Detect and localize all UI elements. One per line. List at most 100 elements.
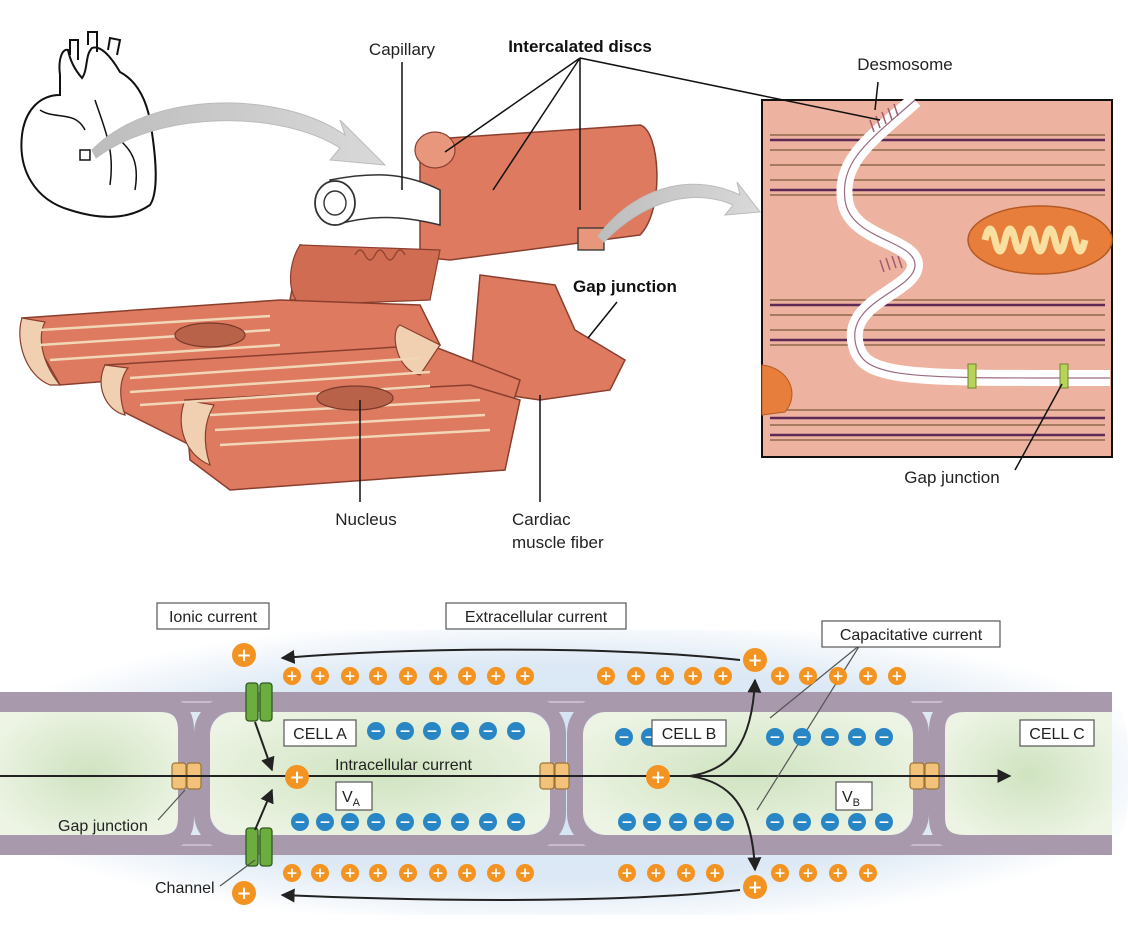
svg-text:+: + — [402, 668, 414, 684]
svg-text:−: − — [878, 729, 890, 745]
positive-ion: + — [429, 667, 447, 685]
svg-text:−: − — [878, 814, 890, 830]
negative-ion: − — [618, 813, 636, 831]
svg-text:+: + — [774, 865, 786, 881]
negative-ion: − — [615, 728, 633, 746]
positive-ion: + — [888, 667, 906, 685]
negative-ion: − — [396, 722, 414, 740]
svg-text:−: − — [399, 814, 411, 830]
negative-ion: − — [451, 722, 469, 740]
cardiac-label-line2: muscle fiber — [512, 533, 604, 552]
negative-ion: − — [451, 813, 469, 831]
svg-text:−: − — [454, 723, 466, 739]
positive-ion: + — [341, 864, 359, 882]
positive-ion: + — [743, 875, 767, 899]
svg-text:+: + — [862, 668, 874, 684]
heart-to-fiber-arrow — [91, 102, 387, 166]
svg-text:+: + — [832, 668, 844, 684]
positive-ion: + — [771, 864, 789, 882]
extracellular-current-box: Extracellular current — [445, 602, 627, 630]
svg-text:+: + — [687, 668, 699, 684]
negative-ion: − — [479, 722, 497, 740]
positive-ion: + — [656, 667, 674, 685]
positive-ion: + — [771, 667, 789, 685]
svg-text:+: + — [236, 645, 251, 666]
negative-ion: − — [479, 813, 497, 831]
va-label: VA — [342, 789, 361, 809]
svg-text:+: + — [402, 865, 414, 881]
negative-ion: − — [341, 813, 359, 831]
positive-ion: + — [487, 864, 505, 882]
positive-ion: + — [618, 864, 636, 882]
negative-ion: − — [793, 813, 811, 831]
va-box: VA — [335, 781, 373, 811]
ion-markers: ++++++++++++++++++++++++++++++++++++−−−−… — [232, 643, 906, 905]
svg-text:+: + — [650, 865, 662, 881]
svg-text:−: − — [482, 814, 494, 830]
svg-text:−: − — [769, 729, 781, 745]
cell-b-box: CELL B — [651, 719, 727, 747]
svg-text:−: − — [510, 723, 522, 739]
svg-text:−: − — [294, 814, 306, 830]
negative-ion: − — [396, 813, 414, 831]
desmosome-label: Desmosome — [857, 55, 952, 74]
svg-text:+: + — [747, 650, 762, 671]
capacitative-current-box: Capacitative current — [821, 620, 1001, 648]
current-arrows — [0, 648, 1012, 903]
intercalated-disc-inset — [761, 94, 1113, 458]
positive-ion: + — [369, 667, 387, 685]
svg-text:+: + — [650, 767, 665, 788]
svg-text:+: + — [802, 865, 814, 881]
svg-text:+: + — [490, 865, 502, 881]
positive-ion: + — [232, 643, 256, 667]
svg-text:+: + — [236, 883, 251, 904]
positive-ion: + — [859, 667, 877, 685]
cardiac-muscle-fibers — [19, 124, 658, 491]
top-leader-lines — [359, 57, 1063, 502]
svg-text:+: + — [289, 767, 304, 788]
fiber-to-inset-arrow — [597, 181, 761, 243]
intracellular-current-label: Intracellular current — [335, 757, 473, 774]
negative-ion: − — [316, 813, 334, 831]
svg-text:−: − — [510, 814, 522, 830]
positive-ion: + — [458, 667, 476, 685]
svg-text:+: + — [461, 865, 473, 881]
svg-text:+: + — [717, 668, 729, 684]
negative-ion: − — [766, 813, 784, 831]
svg-text:+: + — [600, 668, 612, 684]
svg-text:+: + — [621, 865, 633, 881]
positive-ion: + — [627, 667, 645, 685]
svg-text:+: + — [680, 865, 692, 881]
svg-text:+: + — [891, 668, 903, 684]
positive-ion: + — [516, 864, 534, 882]
svg-text:+: + — [372, 865, 384, 881]
svg-text:+: + — [802, 668, 814, 684]
positive-ion: + — [399, 864, 417, 882]
negative-ion: − — [821, 813, 839, 831]
ion-channels — [245, 682, 273, 867]
gap-junction-bold-label: Gap junction — [573, 277, 677, 296]
cell-c-label: CELL C — [1029, 726, 1084, 743]
svg-text:+: + — [344, 865, 356, 881]
negative-ion: − — [669, 813, 687, 831]
negative-ion: − — [716, 813, 734, 831]
svg-text:−: − — [454, 814, 466, 830]
cell-a-label: CELL A — [293, 726, 347, 743]
positive-ion: + — [487, 667, 505, 685]
negative-ion: − — [694, 813, 712, 831]
svg-text:−: − — [697, 814, 709, 830]
positive-ion: + — [743, 648, 767, 672]
negative-ion: − — [766, 728, 784, 746]
svg-text:−: − — [621, 814, 633, 830]
nucleus-label: Nucleus — [335, 510, 396, 529]
svg-text:+: + — [630, 668, 642, 684]
channel-label: Channel — [155, 880, 215, 897]
svg-text:+: + — [490, 668, 502, 684]
negative-ion: − — [821, 728, 839, 746]
svg-text:−: − — [370, 723, 382, 739]
positive-ion: + — [399, 667, 417, 685]
svg-text:−: − — [399, 723, 411, 739]
svg-text:+: + — [461, 668, 473, 684]
svg-text:−: − — [319, 814, 331, 830]
